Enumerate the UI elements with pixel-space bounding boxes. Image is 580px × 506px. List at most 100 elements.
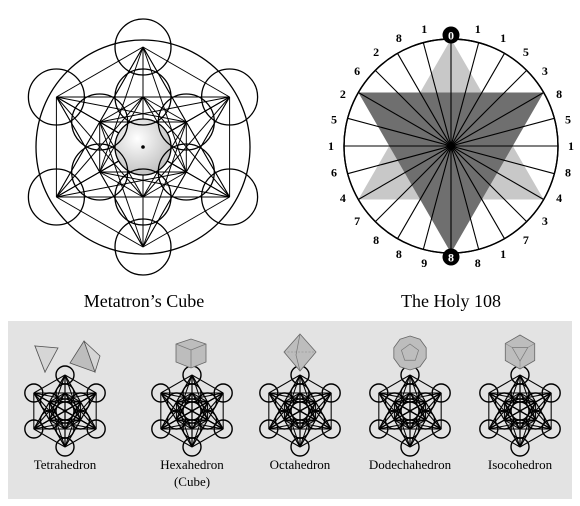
ring-number: 1: [500, 247, 506, 261]
ring-number: 8: [475, 256, 481, 270]
ring-number: 5: [331, 112, 337, 126]
cube-line: [33, 392, 66, 448]
solid-label-icosahedron: Isocohedron: [488, 457, 553, 472]
cube-line: [378, 374, 411, 394]
solid-label-hexahedron: Hexahedron: [160, 457, 224, 472]
cube-line: [56, 196, 144, 248]
cube-circle: [369, 383, 389, 403]
outer-circle: [35, 39, 251, 255]
small-metatron: [151, 365, 233, 457]
solid-label-hexahedron-sub: (Cube): [174, 474, 210, 489]
cube-line: [519, 374, 552, 394]
cube-circle: [541, 383, 561, 403]
ring-number: 5: [523, 45, 529, 59]
ring-number: 1: [475, 22, 481, 36]
dodecahedron-shape: [393, 335, 427, 371]
cube-circle: [400, 437, 420, 457]
cube-line: [488, 392, 552, 430]
cube-line: [33, 428, 66, 448]
cube-circle: [200, 68, 259, 126]
ring-number: 3: [542, 64, 548, 78]
ring-number: 8: [373, 233, 379, 247]
cube-line: [268, 374, 301, 394]
cube-line: [99, 46, 144, 173]
cube-circle: [510, 437, 530, 457]
cube-line: [488, 392, 521, 448]
icosahedron-edge: [527, 343, 535, 348]
cube-circle: [86, 383, 106, 403]
icosahedron-face: [511, 347, 529, 362]
cube-line: [160, 392, 193, 448]
cube-line: [378, 392, 442, 430]
cube-circle: [157, 143, 215, 201]
spoke-line: [422, 42, 480, 250]
ring-number: 3: [542, 214, 548, 228]
cube-circle: [415, 410, 436, 430]
tetrahedron-face: [34, 345, 59, 373]
cube-line: [268, 428, 301, 448]
cube-line: [64, 428, 97, 448]
cube-line: [160, 374, 193, 394]
badge-number: 0: [448, 28, 454, 42]
small-metatron: [369, 365, 451, 457]
cube-line: [55, 96, 144, 248]
cube-circle: [114, 68, 172, 126]
cube-circle: [24, 383, 44, 403]
cube-line: [56, 46, 144, 98]
cube-line: [519, 428, 552, 448]
cube-circle: [290, 437, 310, 457]
cube-circle: [321, 383, 341, 403]
small-metatron: [259, 365, 341, 457]
cube-line: [99, 171, 230, 198]
metatron-caption: Metatron’s Cube: [84, 291, 204, 311]
cube-circle: [431, 419, 451, 439]
cube-circle: [321, 419, 341, 439]
ring-number: 8: [396, 247, 402, 261]
small-metatron: [479, 365, 561, 457]
number-badge: [442, 248, 460, 266]
cube-line: [99, 96, 230, 123]
cube-line: [33, 392, 97, 430]
cube-circle: [369, 419, 389, 439]
cube-circle: [200, 168, 259, 226]
cube-circle: [55, 365, 75, 385]
icosahedron-edge: [505, 343, 513, 348]
cube-circle: [151, 419, 171, 439]
cube-line: [160, 428, 193, 448]
solid-label-tetrahedron: Tetrahedron: [34, 457, 97, 472]
cube-circle: [114, 168, 172, 226]
cube-line: [268, 392, 301, 448]
cube-circle: [479, 383, 499, 403]
cube-circle: [86, 419, 106, 439]
cube-circle: [525, 410, 546, 430]
cube-circle: [114, 218, 172, 276]
number-badge: [442, 26, 460, 44]
ring-number: 8: [396, 31, 402, 45]
ring-number: 1: [421, 22, 427, 36]
cube-circle: [157, 93, 215, 151]
solid-label-dodecahedron: Dodechahedron: [369, 457, 452, 472]
cube-line: [488, 374, 521, 394]
cube-line: [160, 392, 224, 430]
platonic-solids-row: [24, 333, 561, 457]
ring-number: 7: [523, 233, 529, 247]
octahedron-edge: [295, 333, 301, 372]
holy-108-caption: The Holy 108: [401, 291, 501, 311]
ring-number: 8: [556, 87, 562, 101]
ring-number: 1: [328, 139, 334, 153]
ring-number: 1: [568, 139, 574, 153]
cube-circle: [39, 392, 60, 412]
ring-number: 4: [556, 191, 562, 205]
cube-circle: [114, 18, 172, 76]
ring-number: 5: [565, 112, 571, 126]
cube-line: [191, 428, 224, 448]
cube-line: [33, 374, 66, 394]
ring-number: 2: [340, 87, 346, 101]
cube-line: [488, 428, 521, 448]
cube-line: [409, 374, 442, 394]
cube-line: [299, 374, 332, 394]
cube-circle: [274, 392, 295, 412]
cube-circle: [479, 419, 499, 439]
